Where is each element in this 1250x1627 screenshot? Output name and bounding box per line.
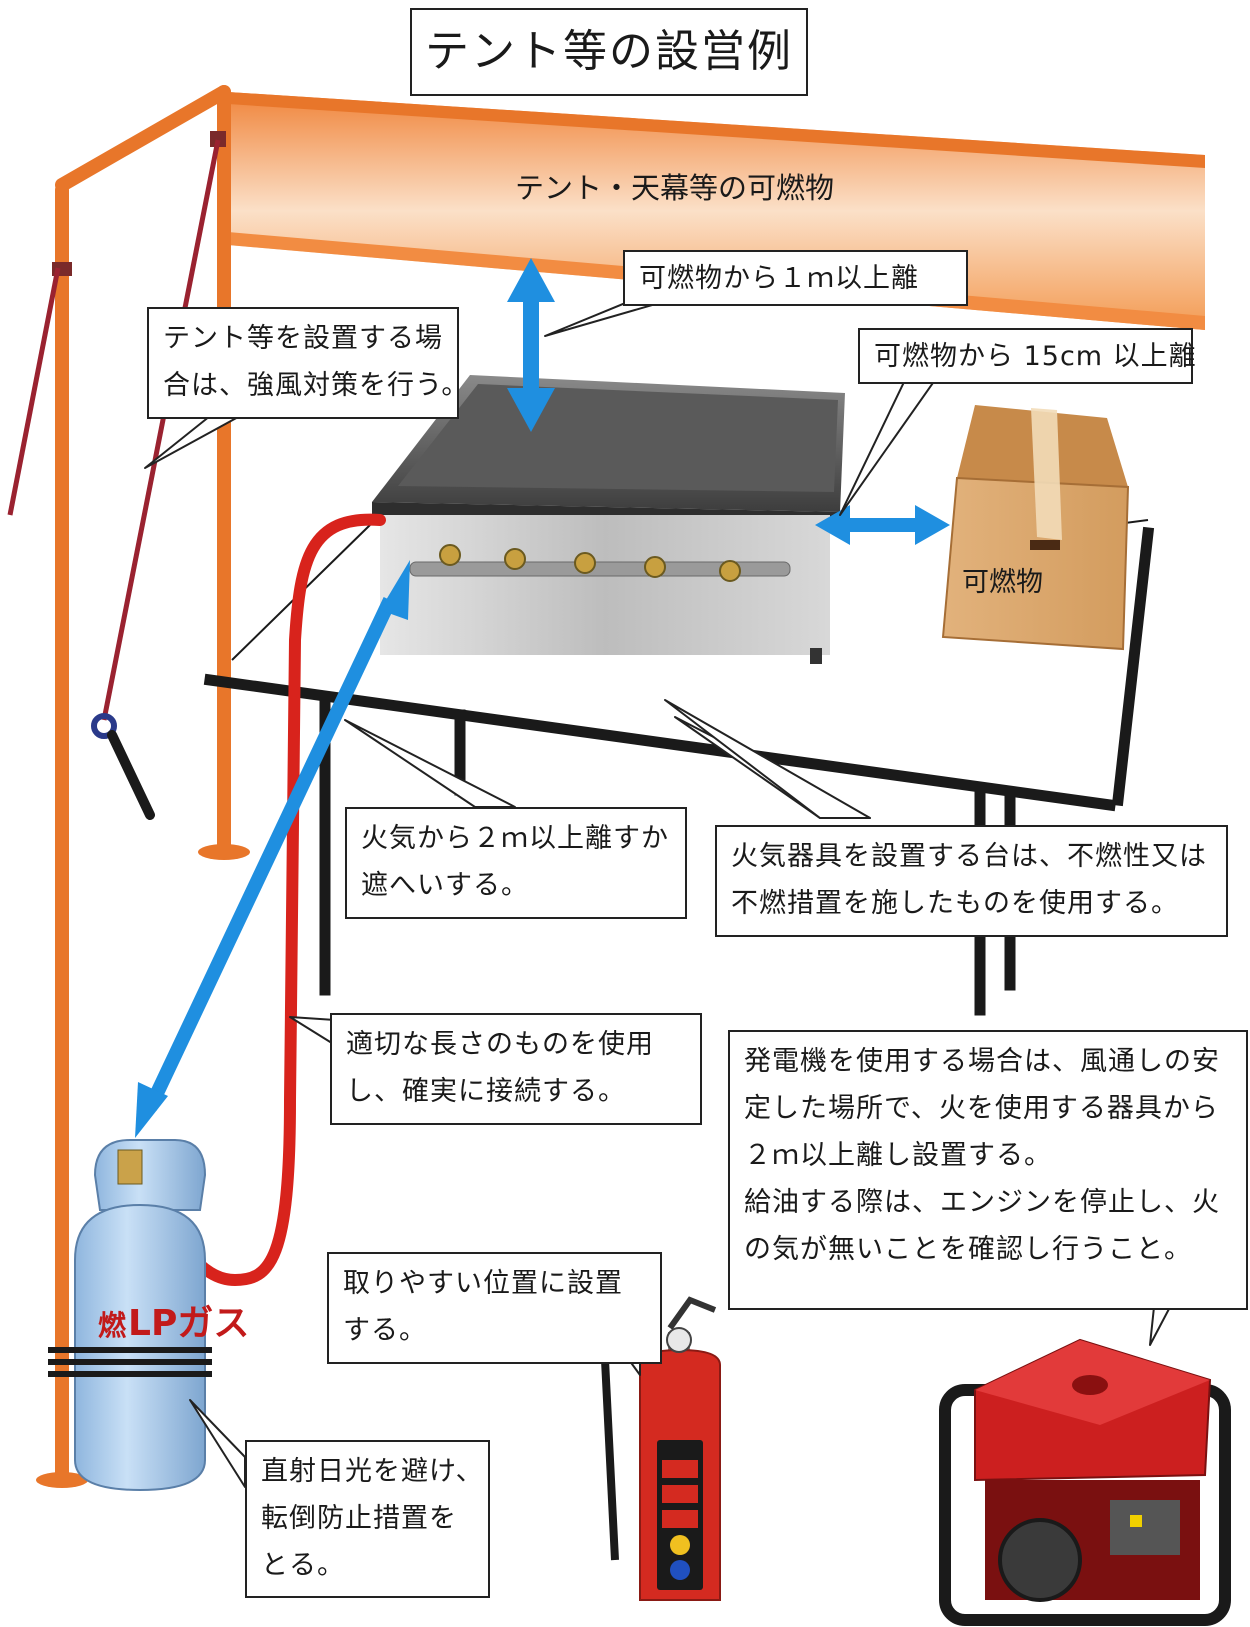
tent-foot bbox=[198, 844, 250, 860]
tent-label: テント・天幕等の可燃物 bbox=[515, 171, 835, 205]
distance-arrow-1m bbox=[507, 258, 555, 432]
distance-arrow-2m bbox=[135, 560, 410, 1138]
callout-line: 取りやすい位置に設置 bbox=[343, 1268, 623, 1299]
ground-stake bbox=[107, 730, 155, 820]
callout-line: 遮へいする。 bbox=[361, 870, 529, 901]
callout-generator: 発電機を使用する場合は、風通しの安 定した場所で、火を使用する器具から ２ｍ以上… bbox=[728, 1030, 1248, 1310]
callout-fire-2m: 火気から２ｍ以上離すか 遮へいする。 bbox=[345, 807, 687, 919]
generator-icon bbox=[939, 1338, 1231, 1626]
callout-line: とる。 bbox=[261, 1550, 345, 1581]
callout-line: 直射日光を避け、 bbox=[261, 1456, 484, 1487]
callout-line: 適切な長さのものを使用 bbox=[346, 1029, 654, 1060]
cylinder-mark: 燃 bbox=[98, 1309, 127, 1342]
callout-line: 可燃物から 15cm 以上離 bbox=[874, 341, 1197, 372]
callout-line: の気が無いことを確認し行うこと。 bbox=[744, 1234, 1192, 1265]
callout-line: テント等を設置する場 bbox=[163, 323, 443, 354]
rope-ring bbox=[91, 713, 117, 739]
callout-cylinder: 直射日光を避け、 転倒防止措置を とる。 bbox=[245, 1440, 490, 1598]
callout-line: する。 bbox=[343, 1315, 427, 1346]
page-title: テント等の設営例 bbox=[410, 8, 808, 96]
callout-line: 可燃物から１ｍ以上離 bbox=[639, 263, 919, 294]
callout-non-combustible-stand: 火気器具を設置する台は、不燃性又は 不燃措置を施したものを使用する。 bbox=[715, 825, 1228, 937]
callout-line: 不燃措置を施したものを使用する。 bbox=[731, 888, 1179, 919]
callout-hose: 適切な長さのものを使用 し、確実に接続する。 bbox=[330, 1013, 702, 1125]
tent-frame bbox=[55, 85, 231, 1487]
cardboard-box-icon bbox=[941, 405, 1130, 651]
callout-line: 火気から２ｍ以上離すか bbox=[361, 823, 669, 854]
gas-cylinder-icon: 燃 LPガス bbox=[48, 1139, 249, 1492]
callout-line: 定した場所で、火を使用する器具から bbox=[744, 1093, 1219, 1124]
callout-line: し、確実に接続する。 bbox=[346, 1076, 626, 1107]
griddle-icon bbox=[372, 375, 845, 664]
callout-line: 発電機を使用する場合は、風通しの安 bbox=[744, 1046, 1220, 1077]
tent-bracket bbox=[210, 131, 226, 147]
guy-rope bbox=[7, 139, 221, 721]
callout-line: ２ｍ以上離し設置する。 bbox=[744, 1140, 1052, 1171]
callout-line: 転倒防止措置を bbox=[261, 1503, 457, 1534]
tent-foot bbox=[36, 1472, 88, 1488]
callout-extinguisher: 取りやすい位置に設置 する。 bbox=[327, 1252, 662, 1364]
callout-clearance-1m: 可燃物から１ｍ以上離 bbox=[623, 250, 968, 306]
cylinder-brand: LPガス bbox=[128, 1303, 249, 1344]
callout-clearance-15cm: 可燃物から 15cm 以上離 bbox=[858, 328, 1197, 384]
callout-line: 合は、強風対策を行う。 bbox=[163, 370, 470, 401]
callout-line: 給油する際は、エンジンを停止し、火 bbox=[744, 1187, 1220, 1218]
callout-line: 火気器具を設置する台は、不燃性又は bbox=[731, 841, 1207, 872]
callout-wind-measures: テント等を設置する場 合は、強風対策を行う。 bbox=[147, 307, 470, 419]
combustible-box-label: 可燃物 bbox=[962, 567, 1043, 598]
